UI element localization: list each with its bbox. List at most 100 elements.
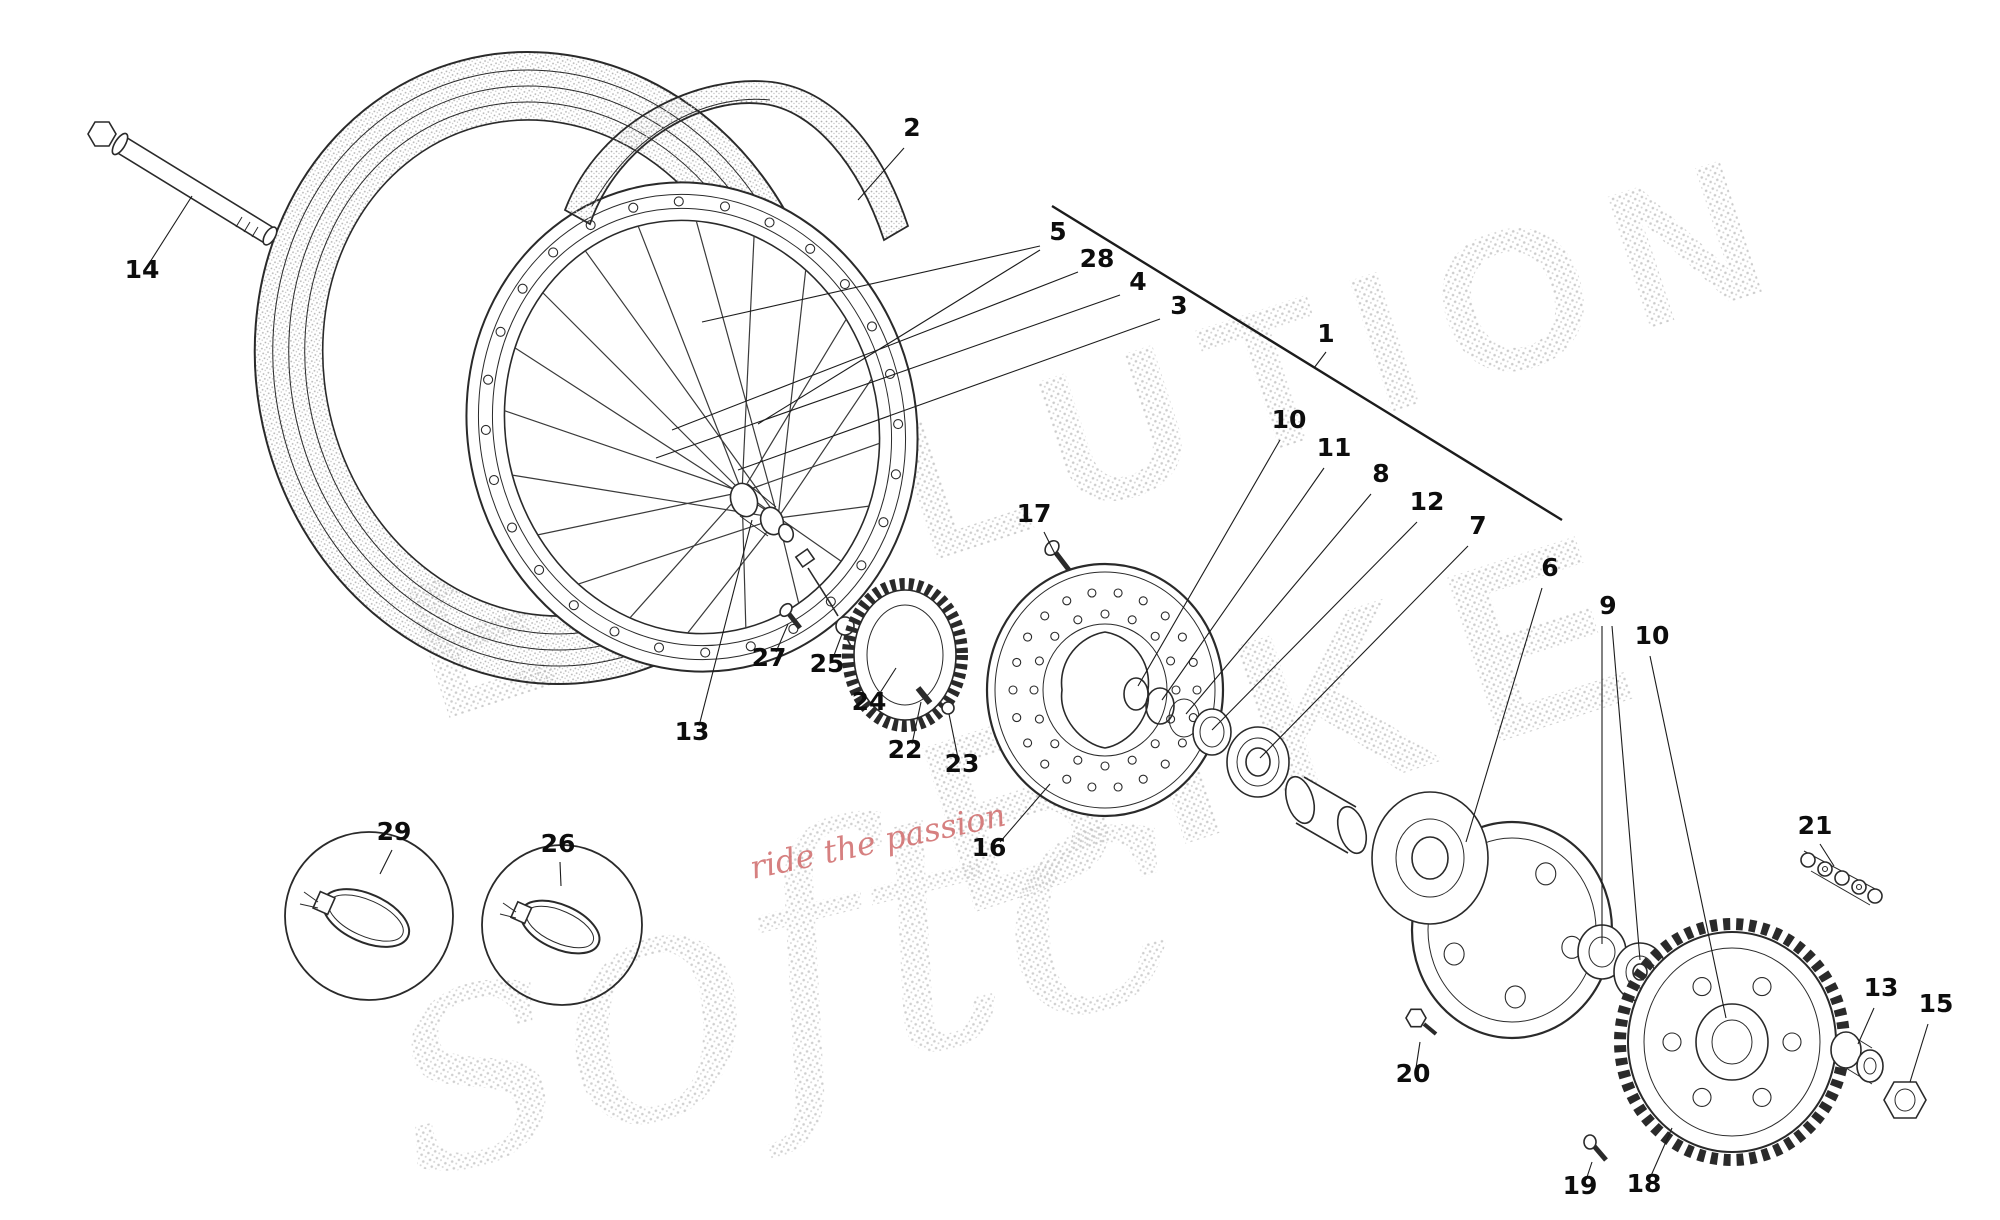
callout-leader-2: [857, 147, 905, 201]
spoke: [777, 505, 870, 519]
disc-hole: [1150, 631, 1160, 641]
spoke-nipple: [506, 522, 518, 533]
ring-11: [1145, 687, 1175, 725]
callout-11: 11: [1317, 433, 1352, 462]
spacer-13: [1830, 1031, 1884, 1085]
spoke-nipple: [495, 326, 506, 337]
spoke: [777, 378, 873, 519]
disc-hole: [1040, 611, 1050, 621]
spoke: [637, 225, 743, 493]
spoke: [695, 220, 779, 519]
spoke: [687, 517, 779, 634]
chain-segment: [1800, 850, 1883, 906]
callout-26: 26: [541, 829, 576, 858]
disc-hole: [1087, 782, 1097, 792]
callout-leader-17: [1043, 531, 1057, 557]
callout-10: 10: [1635, 621, 1670, 650]
callout-leader-28: [671, 271, 1079, 431]
spoke: [584, 250, 779, 519]
callout-leader-5: [757, 249, 1041, 425]
callout-leader-14: [149, 195, 193, 263]
callout-25: 25: [810, 649, 845, 678]
hub-bolt-hole: [1504, 985, 1526, 1009]
sprocket-bolt-hole: [1752, 977, 1772, 997]
nut-20: [1405, 1008, 1438, 1036]
spacer-tube: [1284, 775, 1368, 855]
spoke-nipple: [534, 564, 545, 575]
callout-22: 22: [888, 735, 923, 764]
disc-hole: [1034, 714, 1044, 724]
spoke-nipples: [480, 196, 904, 658]
disc-hole: [1100, 609, 1110, 619]
spoke-nipple: [628, 202, 639, 213]
spoke-nipple: [517, 283, 528, 294]
callout-18: 18: [1627, 1169, 1662, 1198]
callout-3: 3: [1170, 291, 1187, 320]
disc-hole: [1050, 739, 1060, 749]
callout-17: 17: [1017, 499, 1052, 528]
brake-disc: [985, 562, 1225, 818]
assembly-axis-line: [1051, 204, 1563, 522]
callout-29: 29: [377, 817, 412, 846]
callout-leader-10: [1137, 439, 1281, 687]
callout-27: 27: [752, 643, 787, 672]
hub-bolt-hole: [1535, 862, 1557, 886]
spoke-nipple: [878, 517, 889, 528]
hub: [1371, 791, 1614, 1040]
spoke: [629, 491, 743, 619]
disc-hole: [1050, 631, 1060, 641]
mud-flap: [563, 80, 910, 242]
disc-hole: [1012, 713, 1022, 723]
spoke-nipple: [893, 419, 904, 430]
callout-9: 9: [1599, 591, 1616, 620]
detail-circle-29: [284, 831, 454, 1001]
callout-leader-20: [1415, 1041, 1421, 1069]
disc-hole: [1012, 657, 1022, 667]
hub-bolt-hole: [1443, 942, 1465, 966]
callout-24: 24: [852, 687, 887, 716]
disc-hole: [1062, 774, 1072, 784]
callout-leader-5: [701, 245, 1041, 323]
spoke-nipple: [839, 279, 850, 290]
callout-13: 13: [1864, 973, 1899, 1002]
callout-leader-9: [1611, 625, 1641, 961]
callout-leader-21: [1819, 843, 1835, 867]
spoke-nipple: [488, 475, 500, 486]
spoke-nipple: [866, 321, 878, 332]
disc-hole: [1113, 588, 1123, 598]
callout-12: 12: [1410, 487, 1445, 516]
disc-hole: [1113, 782, 1123, 792]
spoke-nipple: [700, 647, 711, 658]
disc-hole: [1138, 774, 1148, 784]
callout-leader-7: [1259, 545, 1469, 759]
disc-hole: [1023, 738, 1033, 748]
spoke: [741, 318, 847, 493]
callout-leader-13: [1857, 1007, 1875, 1045]
detail-circle-26: [481, 844, 643, 1006]
callout-leader-25: [832, 633, 843, 659]
callout-19: 19: [1563, 1171, 1598, 1200]
spoke: [504, 410, 743, 493]
spoke: [512, 474, 779, 519]
callout-leader-22: [911, 701, 922, 745]
spoke: [537, 491, 743, 536]
callout-leader-3: [737, 318, 1161, 471]
disc-hole: [1029, 685, 1039, 695]
callout-10: 10: [1272, 405, 1307, 434]
disc-hole: [1177, 738, 1187, 748]
spoke-nipple: [548, 247, 559, 258]
callout-21: 21: [1798, 811, 1833, 840]
callout-leader-27: [775, 623, 789, 653]
spoke-nipple: [653, 642, 665, 653]
spoke-nipple: [890, 469, 901, 480]
spoke-nipple: [568, 600, 579, 611]
spoke: [741, 442, 880, 493]
callout-1: 1: [1317, 319, 1334, 348]
callout-leader-12: [1211, 521, 1418, 731]
callout-14: 14: [125, 255, 160, 284]
spoke: [578, 517, 779, 585]
callout-leader-8: [1185, 493, 1372, 715]
disc-hole: [1138, 596, 1148, 606]
sprocket-bolt-hole: [1782, 1032, 1802, 1052]
